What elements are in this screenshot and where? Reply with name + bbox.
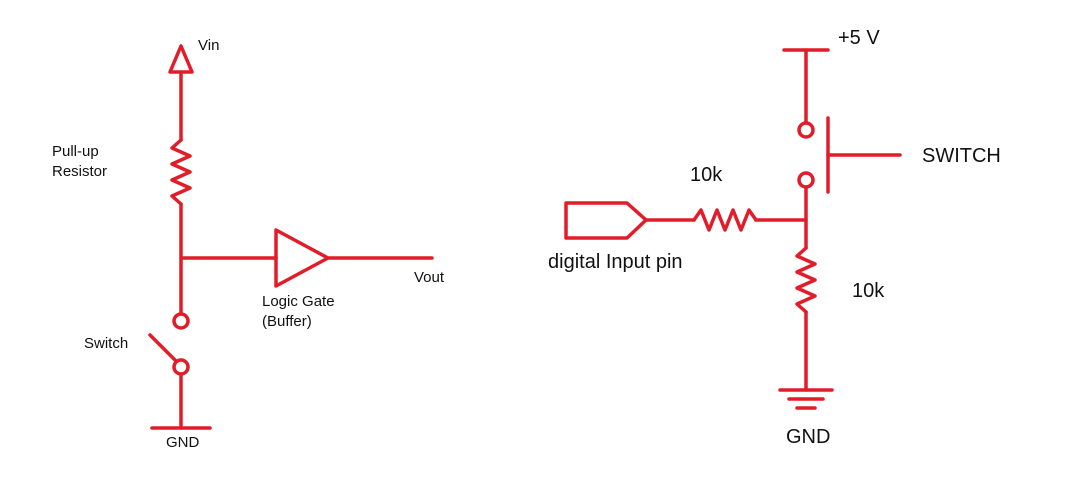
vin-arrow-symbol	[168, 44, 194, 74]
left-gnd-label: GND	[166, 434, 200, 451]
vout-label: Vout	[414, 269, 445, 286]
switch-label: Switch	[84, 335, 129, 352]
supply-label: +5 V	[838, 27, 880, 49]
logic-gate-label: Logic Gate (Buffer)	[262, 292, 335, 332]
logic-gate-label-line2: (Buffer)	[262, 313, 312, 330]
right-gnd-label: GND	[786, 426, 831, 448]
left-circuit	[148, 44, 434, 430]
right-circuit	[564, 48, 902, 410]
pullup-resistor-label-line2: Resistor	[52, 163, 108, 180]
switch-terminal-bottom	[172, 358, 190, 376]
switch-terminal-top	[172, 312, 190, 330]
series-resistor-label: 10k	[690, 164, 723, 186]
pullup-resistor-label: Pull-up Resistor	[52, 142, 107, 182]
switch-terminal-bottom	[797, 171, 815, 189]
series-resistor-symbol	[692, 208, 758, 232]
switch-terminal-top	[797, 121, 815, 139]
pulldown-resistor-symbol	[795, 246, 817, 314]
logic-gate-label-line1: Logic Gate	[262, 293, 335, 310]
vin-label: Vin	[198, 37, 220, 54]
pullup-resistor-symbol	[170, 138, 192, 206]
pullup-resistor-label-line1: Pull-up	[52, 143, 99, 160]
digital-input-label: digital Input pin	[548, 251, 683, 273]
input-pin-connector-symbol	[564, 201, 648, 240]
buffer-gate-symbol	[274, 228, 330, 288]
right-switch-label: SWITCH	[922, 145, 1001, 167]
pulldown-resistor-label: 10k	[852, 280, 885, 302]
switch-lever-symbol	[148, 333, 180, 365]
